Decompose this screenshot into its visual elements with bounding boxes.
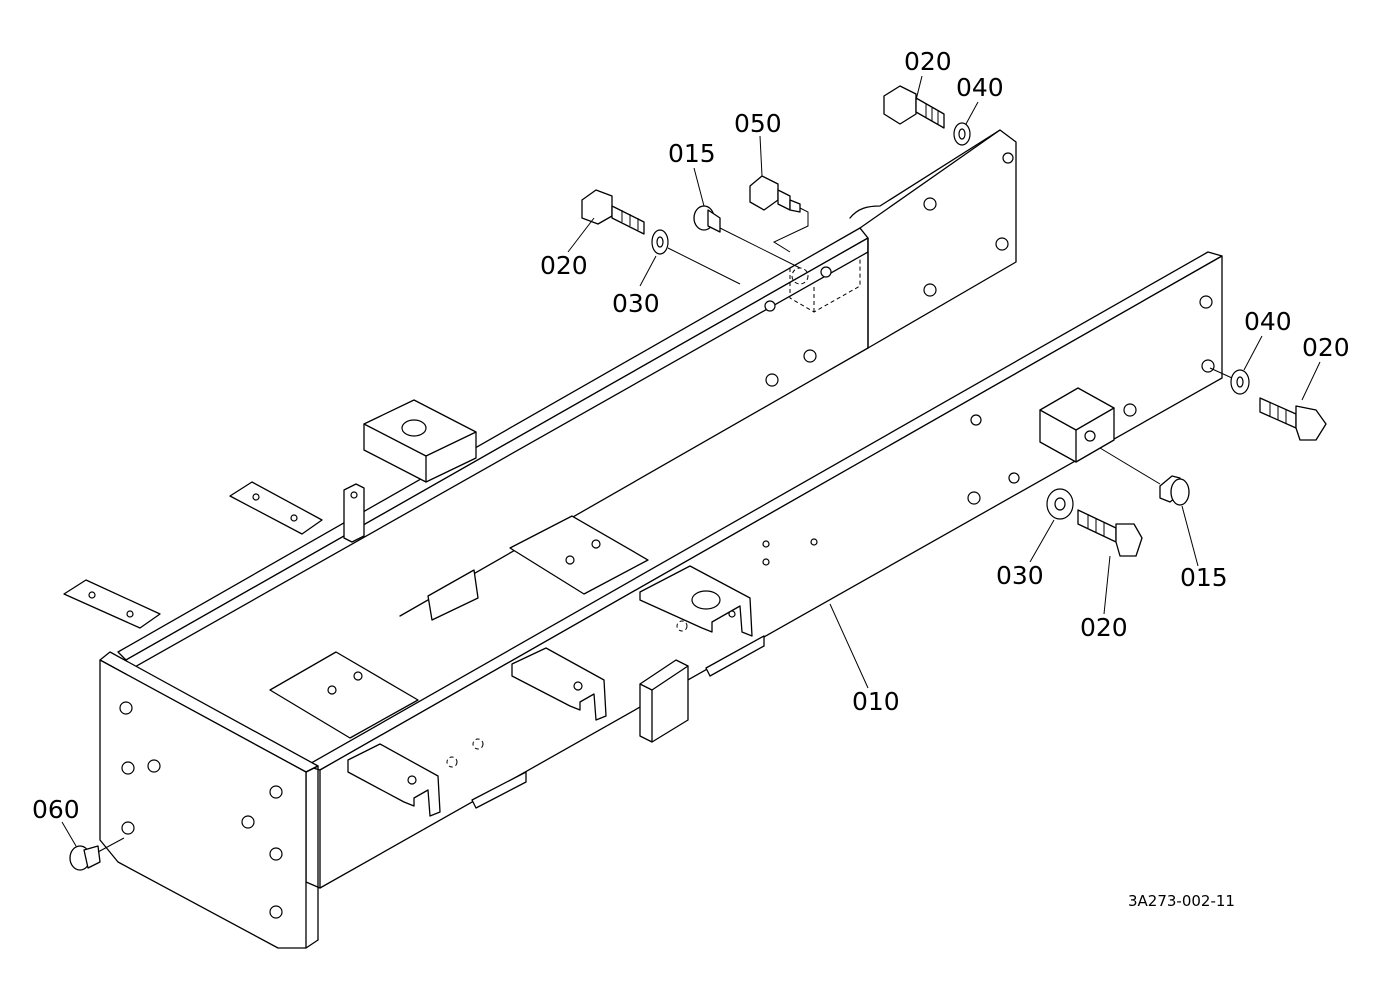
callout-015-top: 015 [668, 139, 716, 168]
callout-020-left: 020 [540, 251, 588, 280]
back-frame-rail [117, 129, 1017, 673]
callout-050: 050 [734, 109, 782, 138]
lock-washer-040-top [953, 122, 971, 146]
callout-040-right: 040 [1244, 307, 1292, 336]
callout-020-right: 020 [1302, 333, 1350, 362]
callout-030-right: 030 [996, 561, 1044, 590]
bolt-020-bottom [1077, 509, 1143, 557]
plug-060 [69, 837, 125, 871]
angle-brackets [347, 565, 753, 817]
callout-060: 060 [32, 795, 80, 824]
mounting-tabs [63, 399, 477, 629]
washer-030-left [651, 229, 741, 285]
callout-020-top: 020 [904, 47, 952, 76]
cross-members [269, 515, 765, 809]
bolt-020-left [581, 189, 645, 235]
mounting-block [1039, 387, 1115, 463]
callout-020-bottom: 020 [1080, 613, 1128, 642]
bolt-020-top [883, 85, 945, 129]
plug-015-right [1099, 447, 1190, 506]
bolt-020-right [1259, 397, 1327, 441]
callout-040-top: 040 [956, 73, 1004, 102]
callout-labels: 020 040 050 015 020 030 040 020 015 030 … [32, 47, 1350, 910]
end-plate [99, 651, 319, 949]
lock-washer-040-right [1209, 367, 1250, 395]
callout-030-left: 030 [612, 289, 660, 318]
leader-lines [61, 75, 1321, 847]
fitting-050 [749, 175, 809, 253]
washer-030-right [1046, 488, 1074, 520]
front-frame-rail [305, 251, 1223, 889]
callout-010: 010 [852, 687, 900, 716]
callout-015-right: 015 [1180, 563, 1228, 592]
drawing-code: 3A273-002-11 [1128, 892, 1235, 910]
